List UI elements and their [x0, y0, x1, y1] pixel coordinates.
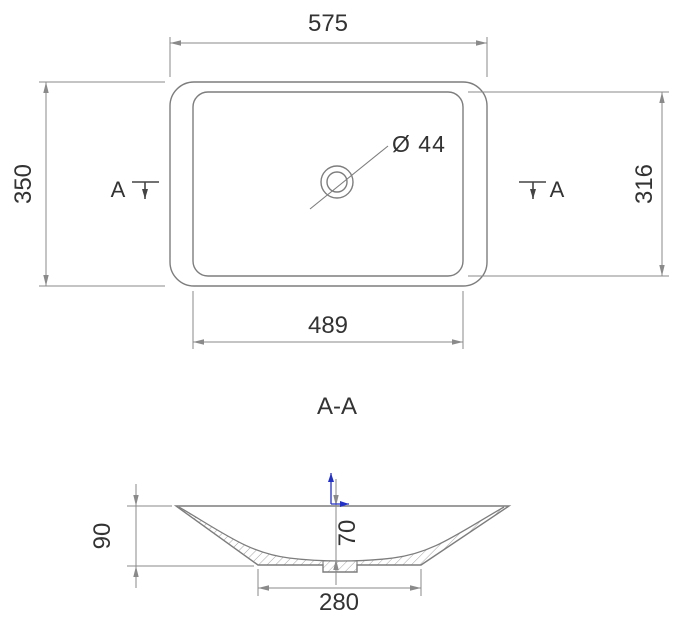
dim-label-316: 316: [631, 164, 658, 204]
dim-label-90: 90: [89, 523, 116, 550]
drain-inner-circle: [326, 171, 348, 193]
dim-label-drain-diameter: Ø 44: [392, 131, 446, 157]
basin-bowl-interior: [179, 506, 504, 561]
dim-label-489: 489: [308, 312, 348, 339]
top-view-geometry: [169, 81, 488, 287]
section-title: A-A: [317, 393, 357, 420]
basin-inner-outline: [192, 91, 464, 277]
section-cut-markers: [132, 181, 546, 199]
basin-outer-outline: [169, 81, 488, 287]
section-letter-right: A: [550, 177, 565, 202]
dim-label-70: 70: [334, 520, 361, 547]
dimension-labels: 575 350 316 489 Ø 44 A A A-A 90 70 280: [10, 10, 658, 616]
section-view-geometry: [173, 505, 512, 573]
drain-leader-line: [309, 145, 389, 210]
section-letter-left: A: [111, 177, 126, 202]
dim-label-575: 575: [308, 10, 348, 37]
dim-label-350: 350: [10, 164, 37, 204]
top-view-dimensions: [39, 37, 669, 349]
drain-outer-circle: [320, 165, 354, 199]
dim-label-280: 280: [319, 589, 359, 616]
axis-indicator: [328, 473, 349, 507]
basin-section-outline: [173, 505, 512, 573]
section-view-dimensions: [127, 479, 422, 596]
drain-opening-lines: [322, 560, 358, 565]
